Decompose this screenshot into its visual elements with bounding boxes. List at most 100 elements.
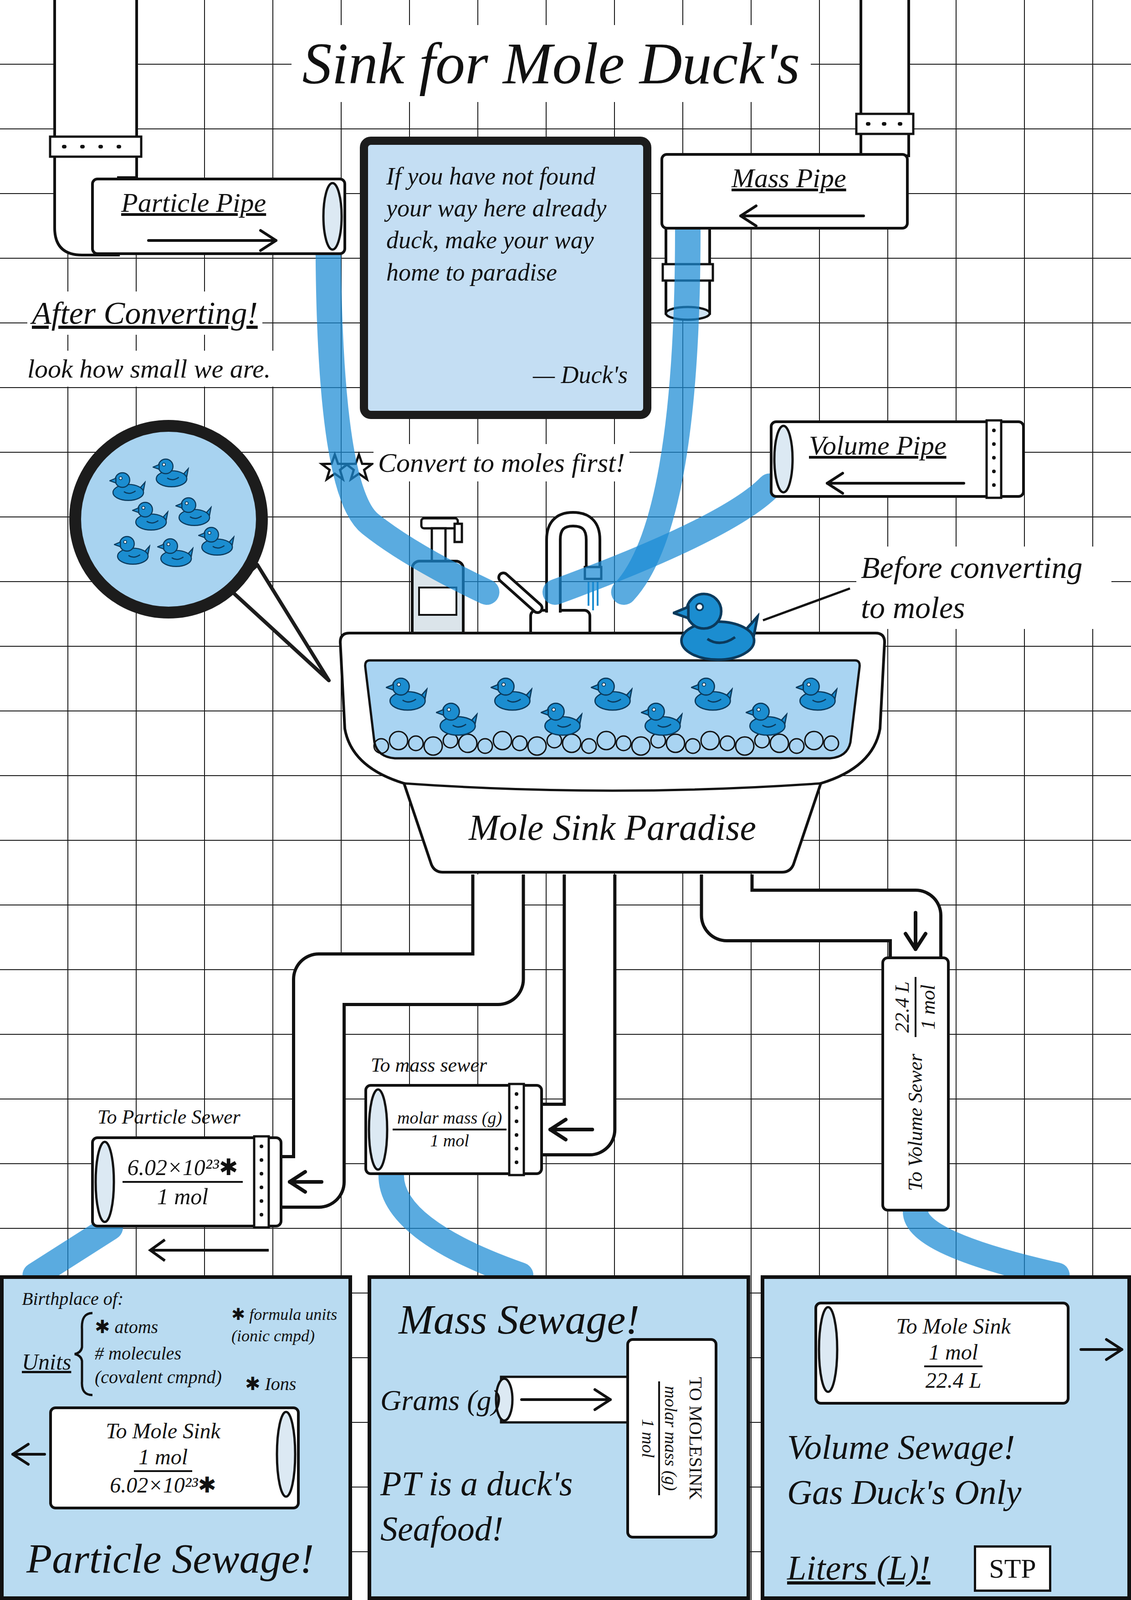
node-text: Mass Pipe	[731, 160, 847, 196]
rivet	[514, 1146, 519, 1151]
rivet	[259, 1185, 264, 1190]
text-slot: Volume Pipe	[808, 427, 947, 464]
return-pipe: To Mole Sink1 mol22.4 L	[814, 1301, 1070, 1405]
node-text: TO MOLESINK	[684, 1376, 707, 1500]
title-slot: Sink for Mole Duck's	[255, 25, 848, 103]
text-stack: To Mole Sink1 mol22.4 L	[839, 1304, 1067, 1403]
node-text: 6.02×10²³✱	[122, 1153, 243, 1183]
sink-basin: Mole Sink Paradise	[326, 592, 899, 875]
arrow-head	[827, 473, 843, 494]
water-stream	[555, 486, 770, 593]
arrow-shaft	[521, 1398, 611, 1402]
pipe-connector	[726, 874, 927, 957]
bubble	[823, 736, 839, 751]
arrow-shaft	[550, 1127, 593, 1132]
duck	[641, 703, 682, 736]
node-text: Particle Pipe	[121, 184, 267, 221]
bubble	[389, 731, 408, 750]
stream	[555, 486, 770, 593]
text-stack: To Mole Sink1 mol6.02×10²³✱	[51, 1409, 275, 1507]
node-text: molar mass (g)	[658, 1381, 681, 1496]
sewer-pipe: TO MOLESINKmolar mass (g)1 mol	[626, 1338, 718, 1539]
rivet	[259, 1144, 264, 1149]
note-label: Before converting to moles	[856, 546, 1112, 630]
rivet	[992, 455, 996, 460]
text-slot: Mass Pipe	[731, 160, 847, 196]
fraction: 22.4 L1 mol	[890, 977, 941, 1038]
node-text: Mass Sewage!	[398, 1292, 640, 1348]
pipe-mouth	[276, 1412, 296, 1497]
node-text: PT is a duck's Seafood!	[380, 1461, 613, 1552]
node-text: molar mass (g)	[392, 1107, 507, 1131]
arrow-head	[289, 1171, 306, 1193]
rivet	[259, 1171, 264, 1176]
sink-edge	[404, 783, 821, 791]
sewage-panel: Volume Sewage! Gas Duck's OnlyLiters (L)…	[760, 1275, 1131, 1600]
bubble	[527, 736, 547, 756]
rivet	[259, 1212, 264, 1217]
node-text: Liters (L)!	[787, 1545, 931, 1591]
text-stack: molar mass (g)1 mol	[387, 1086, 512, 1173]
bubble	[804, 731, 824, 750]
arrow-shaft	[827, 481, 964, 485]
bubble	[424, 736, 443, 756]
node-text: Mole Sink Paradise	[326, 803, 899, 852]
node-text: 1 mol	[924, 1339, 983, 1368]
inlet-pipe: Mass Pipe	[660, 153, 909, 230]
bubble	[735, 736, 754, 756]
bubble	[562, 734, 581, 753]
node-text: 6.02×10²³✱	[109, 1472, 216, 1499]
duck	[746, 703, 787, 736]
node-text: 1 mol	[157, 1182, 209, 1211]
small-duck	[114, 536, 150, 565]
node-text: To Particle Sewer	[97, 1104, 241, 1131]
node-text: 22.4 L	[925, 1367, 982, 1394]
node-text: To mass sewer	[370, 1052, 487, 1079]
text-slot: If you have not found your way here alre…	[386, 160, 633, 289]
pipe-mouth	[818, 1307, 838, 1392]
return-pipe: To Mole Sink1 mol6.02×10²³✱	[49, 1406, 300, 1510]
bubble	[720, 736, 735, 751]
soap-nozzle	[454, 523, 462, 543]
bubble	[408, 736, 424, 751]
faucet-handle	[503, 577, 538, 609]
label-slot: Before converting to moles	[856, 546, 1112, 630]
stream	[35, 1227, 111, 1276]
duck	[673, 593, 758, 660]
node-text: STP	[988, 1552, 1036, 1586]
node-text: Volume Sewage! Gas Duck's Only	[787, 1424, 1043, 1515]
text-slot: — Duck's	[481, 358, 628, 391]
bubble	[685, 738, 701, 754]
small-duck	[109, 472, 146, 501]
node-text: Units	[21, 1347, 72, 1377]
small-duck	[198, 527, 235, 556]
duck	[491, 678, 532, 711]
note-label: Convert to moles first!	[373, 444, 630, 482]
node-text: Birthplace of:	[21, 1287, 124, 1311]
text-slot: ✱ Ions	[245, 1372, 297, 1397]
pipe-body	[501, 1376, 628, 1423]
pipe-mouth	[774, 425, 793, 493]
pipe-joint	[509, 1084, 524, 1176]
label-slot: look how small we are.	[22, 350, 276, 387]
bubble	[701, 731, 720, 750]
arrow-shaft	[1080, 1348, 1122, 1352]
pipe-mouth	[368, 1089, 388, 1170]
bubble	[631, 736, 650, 756]
pipe-joint	[254, 1136, 269, 1228]
text-slot: Liters (L)!	[787, 1545, 931, 1591]
arrow-shaft	[913, 912, 918, 950]
pipe-joint	[50, 136, 142, 157]
text-stack: To Volume Sewer22.4 L1 mol	[884, 959, 947, 1209]
bubble	[597, 731, 616, 750]
bubble	[666, 734, 685, 753]
text-slot: To Particle Sewer	[97, 1104, 241, 1131]
duck	[591, 678, 632, 711]
arrow-shaft	[12, 1453, 45, 1456]
faucet-handle	[503, 577, 538, 609]
brace	[74, 1313, 93, 1396]
node-text: # molecules (covalent cmpnd)	[94, 1341, 227, 1390]
magnifier	[75, 425, 262, 613]
